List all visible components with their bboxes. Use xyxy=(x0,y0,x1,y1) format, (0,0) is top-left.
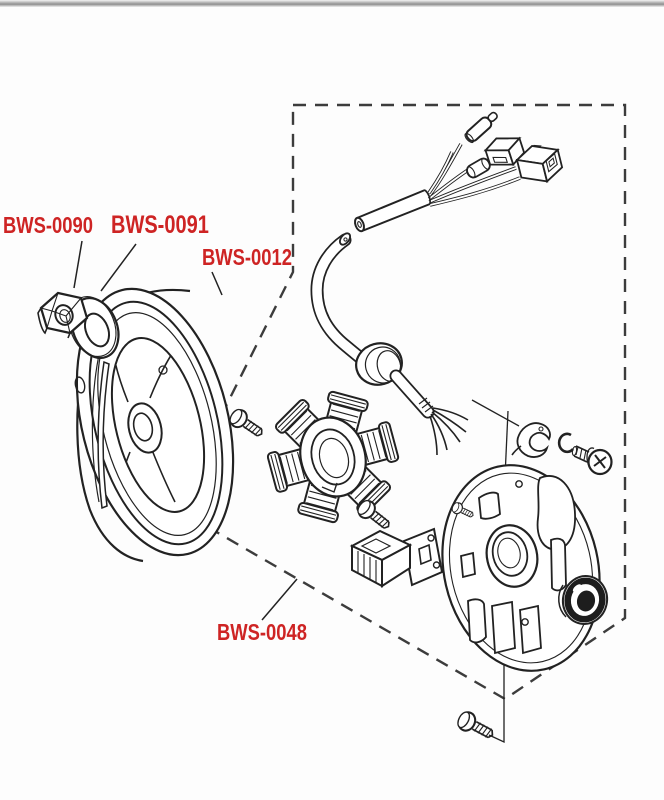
bullet-connector xyxy=(464,111,498,144)
oil-seal-drawing xyxy=(558,575,609,625)
rect-connector-b xyxy=(515,144,564,184)
stator-coil-drawing xyxy=(265,389,401,525)
part-label-bws-0012: BWS-0012 xyxy=(202,244,292,270)
dashed-assembly-boundary xyxy=(173,103,627,701)
harness-sheath-upper xyxy=(354,189,431,233)
leader-lines xyxy=(73,240,298,621)
base-plate-drawing xyxy=(441,464,601,672)
nut-drawing xyxy=(37,291,89,339)
pickup-unit-drawing xyxy=(349,527,444,588)
part-label-bws-0091: BWS-0091 xyxy=(111,211,209,239)
part-label-bws-0048: BWS-0048 xyxy=(217,619,307,645)
wiring-harness-drawing xyxy=(310,111,564,456)
harness-cable-lower xyxy=(310,232,370,367)
wire-clamp-drawing xyxy=(511,422,551,458)
harness-tail xyxy=(389,369,469,456)
flywheel-rotor-drawing xyxy=(74,287,235,563)
rect-connector-a xyxy=(483,136,526,167)
mounting-screw-drawing xyxy=(454,708,498,745)
window-edge-bar xyxy=(0,0,664,7)
part-label-bws-0090: BWS-0090 xyxy=(3,212,93,238)
bolt-drawing xyxy=(571,445,613,476)
spring-washer-drawing xyxy=(557,432,575,454)
screw-stator-left-drawing xyxy=(226,405,268,443)
